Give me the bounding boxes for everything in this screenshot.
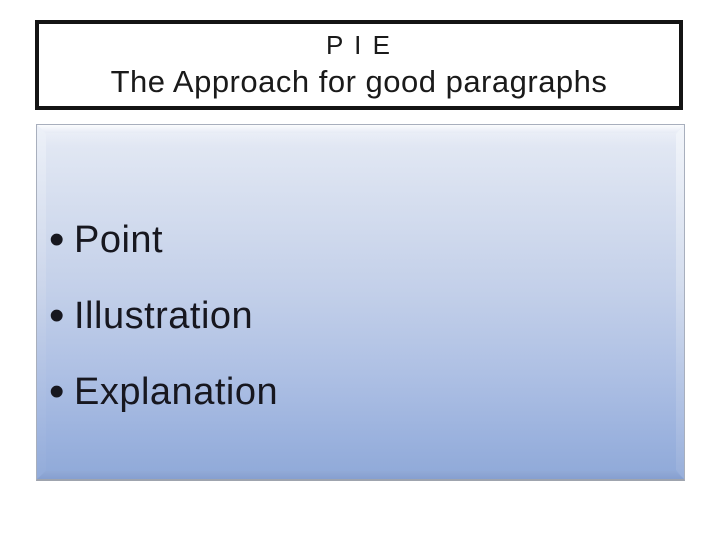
title-box: P I E The Approach for good paragraphs bbox=[35, 20, 683, 110]
panel-bevel-left bbox=[37, 125, 46, 479]
bullet-label: Explanation bbox=[74, 371, 279, 413]
bullet-label: Illustration bbox=[74, 295, 254, 337]
bullet-list: • Point • Illustration • Explanation bbox=[49, 215, 278, 443]
slide-title-subtitle: The Approach for good paragraphs bbox=[110, 64, 608, 99]
slide-title-acronym: P I E bbox=[326, 30, 392, 60]
list-item: • Point bbox=[49, 215, 278, 265]
panel-bevel-top bbox=[37, 125, 684, 133]
bullet-icon: • bbox=[49, 291, 65, 340]
bullet-icon: • bbox=[49, 215, 65, 264]
bullet-icon: • bbox=[49, 367, 65, 416]
panel-bevel-bottom bbox=[37, 471, 684, 479]
content-panel: • Point • Illustration • Explanation bbox=[36, 124, 685, 481]
bullet-label: Point bbox=[74, 219, 164, 261]
list-item: • Explanation bbox=[49, 367, 278, 417]
list-item: • Illustration bbox=[49, 291, 278, 341]
panel-bevel-right bbox=[676, 125, 684, 479]
